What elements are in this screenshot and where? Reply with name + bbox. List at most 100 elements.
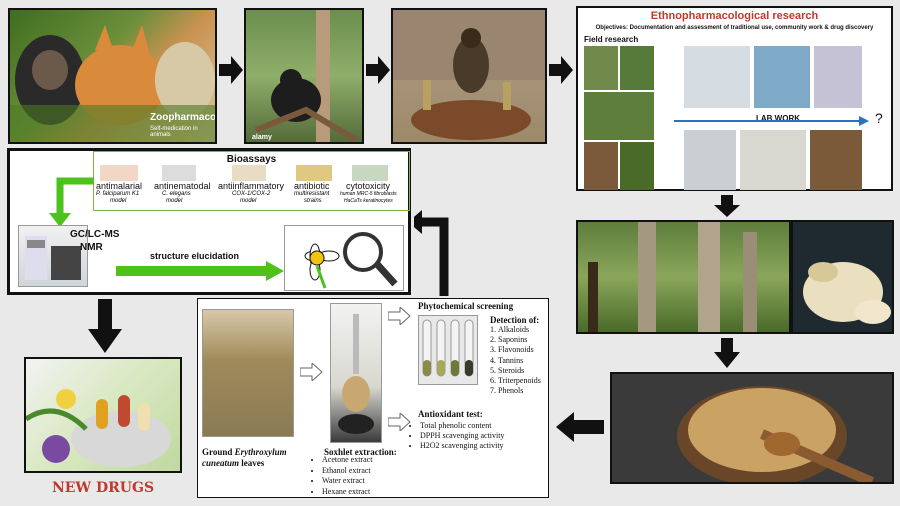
antiinflammatory-sub2: model [240,198,257,204]
soxhlet-item: Water extract [322,476,372,487]
soxhlet-item: Acetone extract [322,455,372,466]
forest-photo [576,220,791,334]
field-photo-4 [584,142,618,190]
instrument-icon [25,236,81,280]
lab-photo-5 [740,130,806,190]
antimalarial-sub1: P. falciparum K1 [96,191,140,197]
antiinflammatory-label: antiinflammatory [218,181,285,191]
antinematodal-sub1: C. elegans [162,191,191,197]
field-photo-3 [584,92,654,140]
detection-item: Saponins [498,335,541,345]
antioxidant-title: Antioxidant test: [418,409,483,419]
soxhlet-title: Soxhlet extraction: [324,447,397,457]
arrow-up-left [414,210,449,296]
flower-magnifier-image [284,225,404,291]
lab-photo-6 [810,130,862,190]
arrow-to-screening [388,307,411,325]
field-photo-2 [620,46,654,90]
bioassay-title: Bioassays [226,154,277,165]
erythroxylum-word: Erythroxylum [234,447,287,457]
screening-title: Phytochemical screening [418,301,514,311]
detection-item: Flavonoids [498,345,541,355]
soxhlet-item: Ethanol extract [322,466,372,477]
soxhlet-photo [330,303,382,443]
antioxidant-item: H2O2 scavenging activity [420,441,504,451]
antimalarial-label: antimalarial [96,181,143,191]
bowl-illustration [677,386,874,482]
antioxidant-item: Total phenolic content [420,421,504,431]
instrument-image [18,225,88,287]
bioassay-cytotoxicity: cytotoxicity human MRC-5 fibroblasts HaC… [340,165,410,205]
green-arrow-to-instrument [49,177,94,227]
cox-icon [232,165,266,181]
ethno-panel: Ethnopharmacological research Objectives… [576,6,893,191]
flower-icon [304,232,398,289]
plate-icon [296,165,332,181]
new-drugs-label: NEW DRUGS [51,480,155,496]
detection-list: Alkaloids Saponins Flavonoids Tannins St… [482,325,541,396]
zoo-subtitle: Self-medication in animals [150,126,198,138]
leaves-word: leaves [241,458,265,468]
arrow-down-3 [88,299,122,353]
detection-item: Phenols [498,386,541,396]
healer-illustration [393,10,545,140]
field-photo-1 [584,46,618,90]
soxhlet-apparatus-icon [338,314,374,434]
animals-illustration [10,25,215,142]
arrow-to-soxhlet [300,363,323,381]
lab-photo-3 [814,46,862,108]
pills-and-herbs-illustration [26,389,171,467]
gorilla-illustration [254,10,358,142]
worm-icon [162,165,196,181]
bioassay-antibiotic: antibiotic multiresistant strains [294,165,346,205]
phytochemical-panel: Ground Erythroxylum cuneatum leaves Soxh… [197,298,549,498]
ethno-title: Ethnopharmacological research [650,10,819,22]
antiinflammatory-sub1: COX-1/COX-2 [232,191,271,197]
cytotoxicity-sub1: human MRC-5 fibroblasts [340,191,397,197]
ground-leaves-bowl-photo [610,372,894,484]
antioxidant-list: Total phenolic content DPPH scavenging a… [406,421,504,452]
cuneatum-word: cuneatum [202,458,240,468]
soxhlet-item: Hexane extract [322,487,372,498]
arrow-right-3 [549,56,573,84]
bioassay-antiinflammatory: antiinflammatory COX-1/COX-2 model [218,165,292,205]
cytotoxicity-label: cytotoxicity [346,181,391,191]
antioxidant-item: DPPH scavenging activity [420,431,504,441]
cytotoxicity-sub2: HaCaTs keratinocytes [344,198,393,204]
bioassay-antinematodal: antinematodal C. elegans model [154,165,216,205]
gc-ms-label: GC/LC-MS [70,229,120,240]
collected-leaves-photo [791,220,894,334]
arrow-left [556,412,604,442]
soxhlet-list: Acetone extract Ethanol extract Water ex… [310,455,372,497]
lab-work-label: LAB WORK [756,114,800,123]
alamy-watermark: alamy [252,134,272,141]
arrow-down-1 [714,195,740,217]
mosquito-icon [100,165,138,181]
detection-item: Triterpenoids [498,376,541,386]
lab-arrow [674,116,869,126]
gorilla-photo: alamy [244,8,364,144]
arrow-to-antioxidant [388,413,411,431]
bioassay-panel: Bioassays antimalarial P. falciparum K1 … [7,148,411,295]
healer-photo [391,8,547,144]
test-tubes-icon [422,319,474,377]
ground-leaves-caption: Ground Erythroxylum cuneatum leaves [202,447,302,469]
test-tubes-photo [418,315,478,385]
detection-title: Detection of: [490,315,540,325]
lab-photo-4 [684,130,736,190]
detection-item: Steroids [498,366,541,376]
antinematodal-sub2: model [166,198,183,204]
field-photo-5 [620,142,654,190]
zoopharmacognosy-photo: Zoopharmacognosy Self-medication in anim… [8,8,217,144]
question-mark: ? [875,110,883,126]
ethno-objectives: Objectives: Documentation and assessment… [595,25,874,31]
lab-photo-2 [754,46,810,108]
forest-illustration [588,222,757,332]
arrow-right-2 [366,56,390,84]
ground-word: Ground [202,447,233,457]
antibiotic-sub1: multiresistant [294,191,330,197]
antibiotic-label: antibiotic [294,181,330,191]
arrow-right-1 [219,56,243,84]
antimalarial-sub2: model [110,198,127,204]
structure-elucidation-label: structure elucidation [150,251,240,261]
